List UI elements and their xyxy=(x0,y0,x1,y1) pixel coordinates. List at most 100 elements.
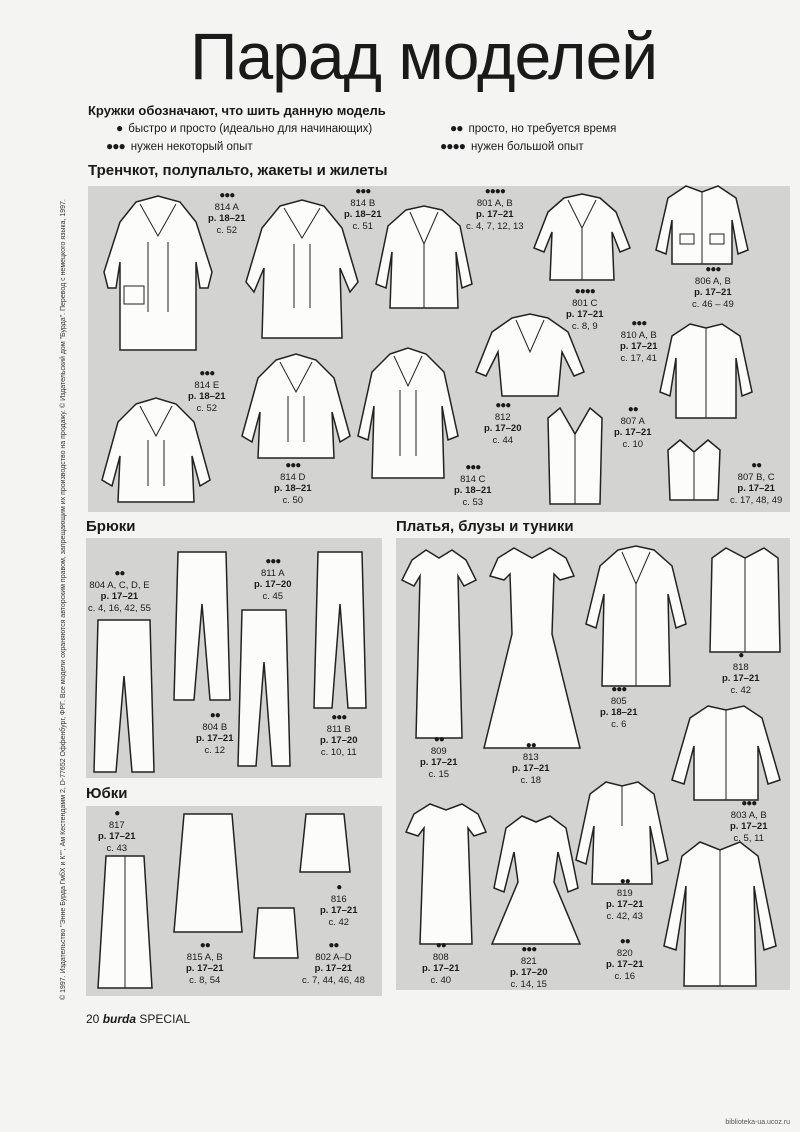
model-number: 808 xyxy=(432,951,449,963)
model-size: р. 17–20 xyxy=(484,423,522,434)
trousers-804-sketch xyxy=(93,619,155,773)
section-title-coats: Тренчкот, полупальто, жакеты и жилеты xyxy=(88,162,388,179)
model-size: р. 17–21 xyxy=(314,963,353,974)
difficulty-dots: ●● xyxy=(627,404,639,415)
model-number: 802 A–D xyxy=(315,951,352,963)
difficulty-dots: ●●● xyxy=(705,264,721,275)
trousers-811a-sketch xyxy=(237,609,291,767)
model-number: 816 xyxy=(330,893,347,905)
dress-813-sketch xyxy=(483,547,581,749)
model-number: 815 A, B xyxy=(186,951,223,963)
model-number: 801 C xyxy=(572,297,598,309)
tunic-819-sketch xyxy=(575,781,669,885)
jacket-810ab-sketch xyxy=(475,313,585,397)
model-size: р. 17–21 xyxy=(737,483,775,494)
model-size: р. 17–21 xyxy=(606,959,644,970)
model-size: р. 18–21 xyxy=(208,213,246,224)
model-number: 817 xyxy=(108,819,125,831)
skirt-815ab-sketch xyxy=(173,813,243,933)
model-size: р. 17–21 xyxy=(512,763,550,774)
difficulty-dots: ●● xyxy=(114,568,125,579)
model-size: р. 18–21 xyxy=(188,391,226,402)
difficulty-dots: ●● xyxy=(199,940,211,951)
model-size: р. 17–21 xyxy=(476,209,514,220)
jacket-806-sketch xyxy=(659,323,753,419)
jacket-801c-sketch xyxy=(533,193,631,281)
model-size: р. 17–21 xyxy=(614,427,652,438)
difficulty-dots: ●● xyxy=(619,936,631,947)
model-page: с. 42 xyxy=(328,916,350,928)
model-size: р. 17–21 xyxy=(422,963,460,974)
model-page: с. 17, 41 xyxy=(620,352,657,364)
model-size: р. 17–20 xyxy=(254,579,292,590)
difficulty-dots: ●●● xyxy=(219,190,235,201)
model-page: с. 10 xyxy=(622,438,644,450)
model-page: с. 16 xyxy=(614,970,636,982)
model-number: 807 B, C xyxy=(737,471,775,483)
model-number: 812 xyxy=(494,411,511,423)
difficulty-dots: ●●● xyxy=(285,460,301,471)
model-number: 813 xyxy=(522,751,539,763)
model-page: с. 45 xyxy=(262,590,284,602)
difficulty-dots: ● xyxy=(738,650,744,661)
model-page: с. 4, 7, 12, 13 xyxy=(466,220,524,232)
difficulty-dots: ●●● xyxy=(106,139,126,153)
model-page: с. 42 xyxy=(730,684,752,696)
jacket-806ab-sketch xyxy=(655,185,749,265)
model-number: 803 A, B xyxy=(730,809,767,821)
skirt-816-sketch xyxy=(299,813,351,873)
model-number: 814 D xyxy=(280,471,306,483)
model-page: с. 17, 48, 49 xyxy=(730,494,783,506)
page-title: Парад моделей xyxy=(190,19,658,93)
top-818-sketch xyxy=(709,547,781,653)
difficulty-dots: ●●● xyxy=(465,462,481,473)
coat-814d-sketch xyxy=(241,353,351,459)
jacket-820-sketch xyxy=(663,841,777,987)
model-size: р. 17–20 xyxy=(320,735,358,746)
model-page: с. 14, 15 xyxy=(510,978,547,990)
difficulty-dots: ●●●● xyxy=(484,186,506,197)
difficulty-dots: ●●● xyxy=(331,712,347,723)
model-number: 814 A xyxy=(214,201,239,213)
model-size: р. 17–21 xyxy=(98,831,136,842)
model-page: с. 6 xyxy=(611,718,627,730)
dress-808-sketch xyxy=(404,803,488,945)
difficulty-dots: ●●●● xyxy=(440,139,466,153)
difficulty-dots: ●● xyxy=(525,740,537,751)
coat-805-sketch xyxy=(585,545,687,687)
legend-item: ●●просто, но требуется время xyxy=(450,121,616,135)
model-number: 805 xyxy=(610,695,627,707)
difficulty-dots: ●● xyxy=(435,940,447,951)
model-number: 814 B xyxy=(350,197,376,209)
difficulty-dots: ● xyxy=(116,121,123,135)
difficulty-dots: ●● xyxy=(619,876,631,887)
model-page: с. 7, 44, 46, 48 xyxy=(302,974,365,986)
legend-item: ● быстро и просто (идеально для начинающи… xyxy=(116,121,372,135)
model-page: с. 43 xyxy=(106,842,128,854)
brand-suffix: SPECIAL xyxy=(139,1012,191,1026)
model-number: 804 A, C, D, E xyxy=(89,579,150,591)
difficulty-dots: ●● xyxy=(433,734,445,745)
model-size: р. 17–21 xyxy=(694,287,732,298)
model-page: с. 53 xyxy=(462,496,484,508)
legend-text: быстро и просто (идеально для начинающих… xyxy=(128,123,373,135)
difficulty-dots: ●●● xyxy=(631,318,647,329)
blouse-803ab-sketch xyxy=(671,705,781,801)
dress-809-sketch xyxy=(400,549,478,739)
model-size: р. 18–21 xyxy=(454,485,492,496)
